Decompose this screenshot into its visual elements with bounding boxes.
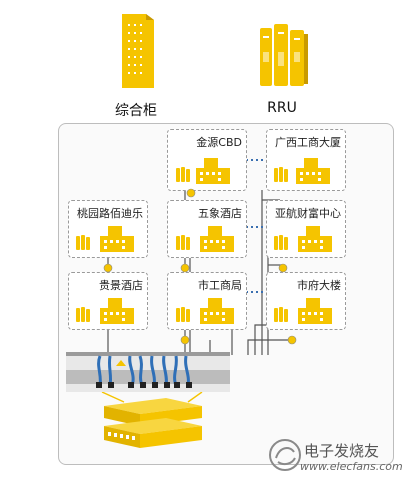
site-label: 广西工商大厦 [275, 136, 341, 149]
watermark-brand: 电子发烧友 [304, 442, 380, 460]
odf-patch-panel [66, 352, 230, 392]
elecfans-logo-icon [269, 439, 301, 471]
site-label: 桃园路佰迪乐 [77, 207, 143, 220]
site-label: 市工商局 [198, 279, 242, 292]
site-label: 贵景酒店 [99, 279, 143, 292]
rru-icon [260, 24, 308, 86]
bbu-unit-icon [101, 392, 203, 448]
site-label: 亚航财富中心 [275, 207, 341, 220]
watermark-url: www.elecfans.com [300, 460, 403, 473]
rru-label: RRU [267, 100, 297, 116]
cabinet-label: 综合柜 [115, 103, 157, 119]
site-label: 金源CBD [196, 136, 242, 149]
site-label: 五象酒店 [198, 207, 242, 220]
cabinet-icon [122, 14, 154, 88]
site-label: 市府大楼 [297, 279, 341, 292]
